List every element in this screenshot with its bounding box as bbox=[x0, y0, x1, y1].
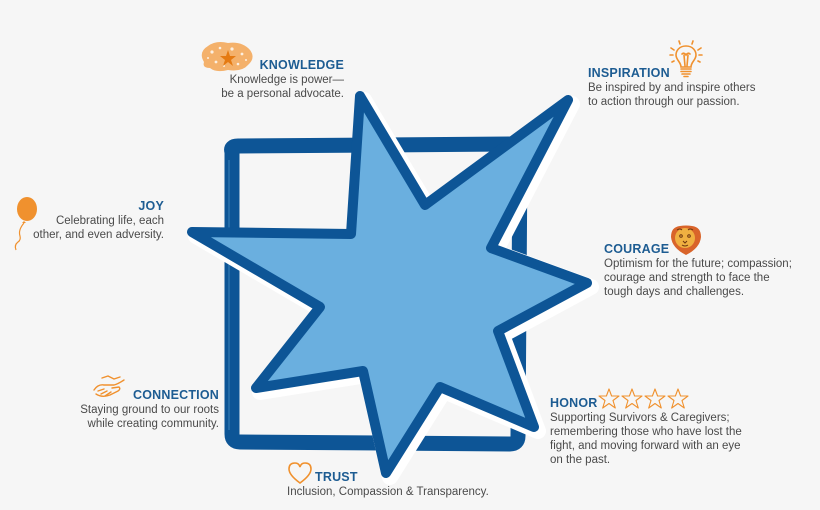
balloon-icon bbox=[14, 197, 37, 251]
value-trust: TRUST Inclusion, Compassion & Transparen… bbox=[287, 470, 527, 499]
value-title: KNOWLEDGE bbox=[259, 58, 344, 72]
value-description: Staying ground to our roots while creati… bbox=[80, 404, 219, 430]
value-inspiration: INSPIRATION Be inspired by and inspire o… bbox=[588, 66, 808, 109]
value-title: INSPIRATION bbox=[588, 66, 670, 80]
value-description: Be inspired by and inspire others to act… bbox=[588, 82, 756, 108]
value-title: CONNECTION bbox=[132, 388, 219, 402]
value-joy: JOY Celebrating life, each other, and ev… bbox=[14, 199, 164, 242]
value-connection: CONNECTION Staying ground to our roots w… bbox=[50, 388, 219, 431]
seven-point-star bbox=[187, 91, 592, 478]
value-description: Supporting Survivors & Caregivers; remem… bbox=[550, 412, 742, 466]
value-title: HONOR bbox=[550, 396, 598, 410]
value-honor: HONOR Supporting Survivors & Caregivers;… bbox=[550, 396, 810, 467]
value-title: COURAGE bbox=[604, 242, 670, 256]
value-description: Optimism for the future; compassion; cou… bbox=[604, 258, 792, 298]
lightbulb-icon bbox=[669, 40, 703, 78]
lion-icon bbox=[671, 225, 701, 255]
brain-sparkle-icon bbox=[201, 42, 253, 72]
value-title: JOY bbox=[138, 199, 164, 213]
value-title: TRUST bbox=[315, 470, 358, 484]
value-description: Inclusion, Compassion & Transparency. bbox=[287, 486, 489, 498]
four-stars-icon bbox=[598, 388, 689, 409]
handshake-icon bbox=[93, 375, 125, 397]
value-description: Celebrating life, each other, and even a… bbox=[33, 215, 164, 241]
value-description: Knowledge is power— be a personal advoca… bbox=[221, 74, 344, 100]
value-knowledge: KNOWLEDGE Knowledge is power— be a perso… bbox=[180, 58, 344, 101]
heart-icon bbox=[288, 462, 312, 484]
square-outline bbox=[224, 136, 528, 452]
value-courage: COURAGE Optimism for the future; compass… bbox=[604, 242, 814, 299]
